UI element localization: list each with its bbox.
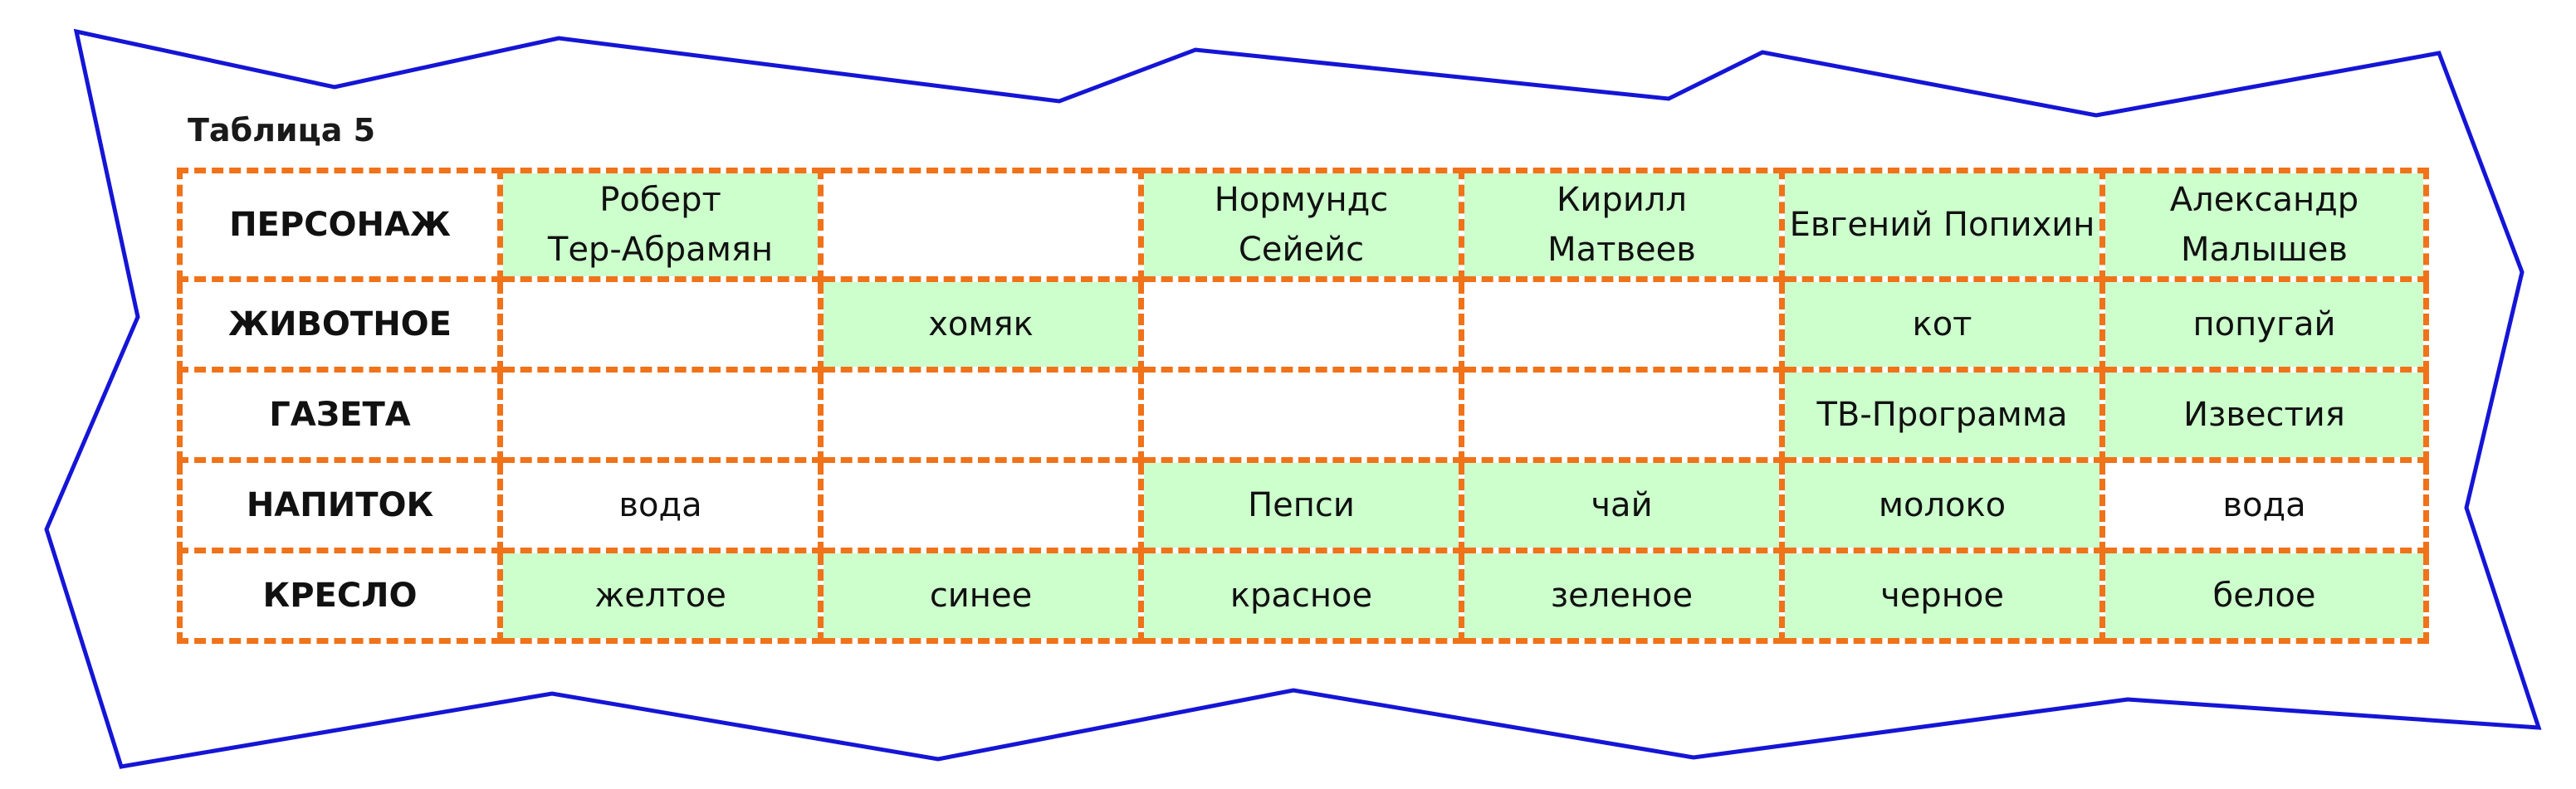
cell-line: Александр <box>2169 181 2359 219</box>
cell-newspaper-2 <box>818 367 1144 463</box>
cell-line: Матвеев <box>1547 231 1696 269</box>
cell-line: Тер-Абрамян <box>547 231 774 269</box>
frame-outline <box>44 28 2542 769</box>
cell-line: Кирилл <box>1557 181 1687 219</box>
cell-newspaper-6: Известия <box>2099 367 2429 463</box>
cell-animal-6: попугай <box>2099 276 2429 373</box>
cell-newspaper-3 <box>1138 367 1464 463</box>
table-row-drink: НАПИТОК вода Пепси чай молоко вода <box>177 457 2429 553</box>
cell-newspaper-5: ТВ-Программа <box>1779 367 2105 463</box>
cell-animal-4 <box>1459 276 1785 373</box>
cell-newspaper-4 <box>1459 367 1785 463</box>
cell-chair-1: желтое <box>497 548 824 644</box>
table-caption: Таблица 5 <box>188 112 376 149</box>
cell-drink-2 <box>818 457 1144 553</box>
cell-character-1: Роберт Тер-Абрамян <box>497 168 824 282</box>
cell-character-4: Кирилл Матвеев <box>1459 168 1785 282</box>
cell-chair-5: черное <box>1779 548 2105 644</box>
table-row-newspaper: ГАЗЕТА ТВ-Программа Известия <box>177 367 2429 463</box>
cell-character-3: Нормундс Сейейс <box>1138 168 1464 282</box>
cell-animal-5: кот <box>1779 276 2105 373</box>
cell-chair-6: белое <box>2099 548 2429 644</box>
table-row-chair: КРЕСЛО желтое синее красное зеленое черн… <box>177 548 2429 644</box>
cell-chair-2: синее <box>818 548 1144 644</box>
cell-drink-3: Пепси <box>1138 457 1464 553</box>
cell-animal-1 <box>497 276 824 373</box>
cell-animal-3 <box>1138 276 1464 373</box>
table-row-animal: ЖИВОТНОЕ хомяк кот попугай <box>177 276 2429 373</box>
cell-newspaper-1 <box>497 367 824 463</box>
table-row-character: ПЕРСОНАЖ Роберт Тер-Абрамян Нормундс Сей… <box>177 168 2429 282</box>
cell-character-2 <box>818 168 1144 282</box>
cell-drink-6: вода <box>2099 457 2429 553</box>
cell-line: Роберт <box>599 181 721 219</box>
cell-drink-4: чай <box>1459 457 1785 553</box>
cell-drink-5: молоко <box>1779 457 2105 553</box>
row-header-animal: ЖИВОТНОЕ <box>177 276 503 373</box>
cell-chair-4: зеленое <box>1459 548 1785 644</box>
cell-line: Малышев <box>2181 231 2348 269</box>
cell-chair-3: красное <box>1138 548 1464 644</box>
cell-character-5: Евгений Попихин <box>1779 168 2105 282</box>
cell-character-6: Александр Малышев <box>2099 168 2429 282</box>
row-header-character: ПЕРСОНАЖ <box>177 168 503 282</box>
row-header-drink: НАПИТОК <box>177 457 503 553</box>
cell-animal-2: хомяк <box>818 276 1144 373</box>
row-header-chair: КРЕСЛО <box>177 548 503 644</box>
row-header-newspaper: ГАЗЕТА <box>177 367 503 463</box>
cell-drink-1: вода <box>497 457 824 553</box>
logic-grid-table: ПЕРСОНАЖ Роберт Тер-Абрамян Нормундс Сей… <box>177 168 2429 644</box>
